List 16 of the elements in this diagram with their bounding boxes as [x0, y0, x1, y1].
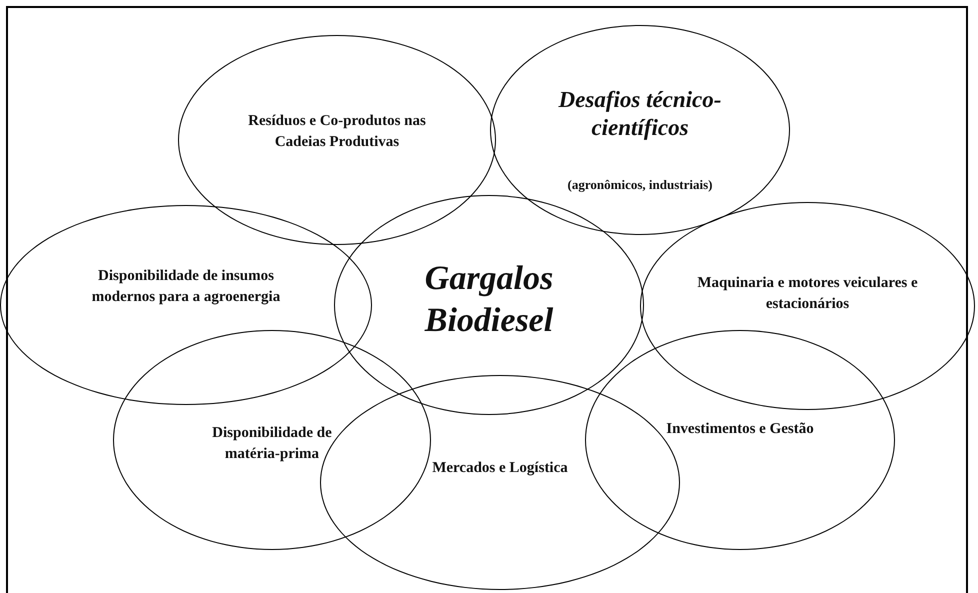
- node-label: Disponibilidade de matéria-prima: [211, 424, 333, 464]
- node-title: Desafios técnico-científicos: [557, 86, 722, 142]
- node-label: Maquinaria e motores veiculares e estacionários: [696, 274, 919, 314]
- ellipse-node: [113, 330, 431, 550]
- ellipse-node: [640, 202, 975, 410]
- node-label: Disponibilidade de insumos modernos para a agroenergia: [90, 267, 282, 307]
- node-label: Resíduos e Co-produtos nas Cadeias Produtivas: [247, 112, 427, 152]
- ellipse-node: [490, 25, 790, 235]
- node-label: Investimentos e Gestão: [665, 420, 815, 439]
- ellipse-node: [334, 195, 644, 415]
- node-title: Gargalos Biodiesel: [424, 259, 554, 341]
- node-subtitle: (agronômicos, industriais): [566, 176, 714, 194]
- ellipse-node: [178, 35, 496, 245]
- ellipse-node: [0, 205, 372, 405]
- ellipse-node: [585, 330, 895, 550]
- node-label: Mercados e Logística: [431, 459, 569, 478]
